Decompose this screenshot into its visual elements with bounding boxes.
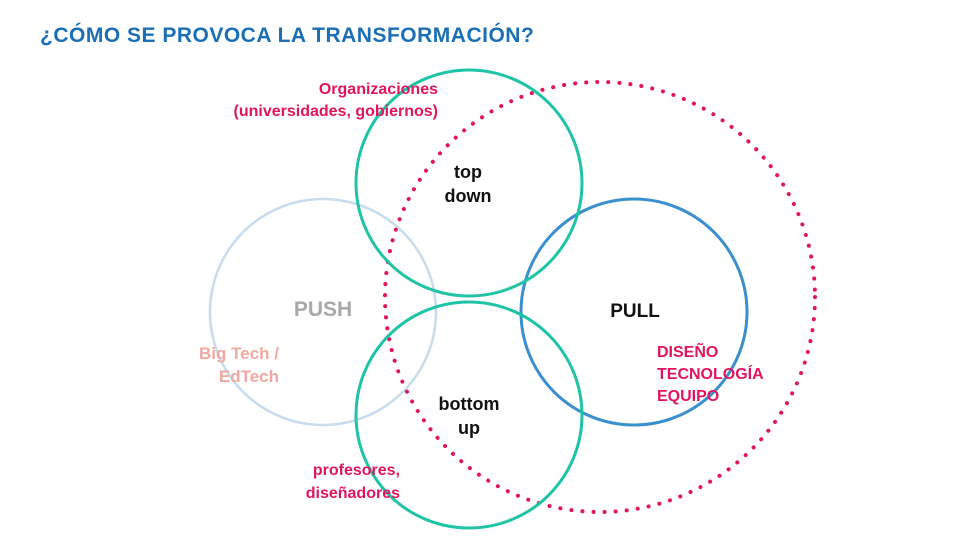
top-down-line1: top [454, 162, 482, 182]
pull-label: PULL [610, 301, 660, 322]
bottom-up-label: bottom up [439, 392, 500, 440]
organizations-line2: (universidades, gobiernos) [233, 103, 438, 120]
teachers-line2: diseñadores [305, 485, 400, 502]
bottom-up-line2: up [457, 418, 480, 438]
design-line1: DISEÑO [657, 344, 719, 361]
push-circle [208, 197, 438, 427]
big-tech-annotation: Big Tech / EdTech [199, 342, 279, 388]
bottom-up-circle [354, 300, 584, 530]
top-down-circle [354, 68, 584, 298]
organizations-annotation: Organizaciones (universidades, gobiernos… [234, 79, 438, 123]
top-down-label: top down [445, 160, 492, 208]
dotted-circle [383, 80, 817, 514]
pull-circle [519, 197, 749, 427]
top-down-line2: down [444, 186, 492, 206]
big-tech-line1: Big Tech / [199, 344, 279, 363]
design-line3: EQUIPO [657, 388, 720, 405]
design-annotation: DISEÑO TECNOLOGÍA EQUIPO [657, 342, 764, 408]
big-tech-line2: EdTech [218, 367, 279, 386]
teachers-line1: profesores, [312, 462, 400, 479]
page-title: ¿CÓMO SE PROVOCA LA TRANSFORMACIÓN? [40, 24, 535, 47]
design-line2: TECNOLOGÍA [657, 366, 764, 383]
organizations-line1: Organizaciones [318, 81, 438, 98]
bottom-up-line1: bottom [438, 394, 500, 414]
teachers-annotation: profesores, diseñadores [306, 459, 400, 505]
push-label: PUSH [293, 298, 353, 321]
